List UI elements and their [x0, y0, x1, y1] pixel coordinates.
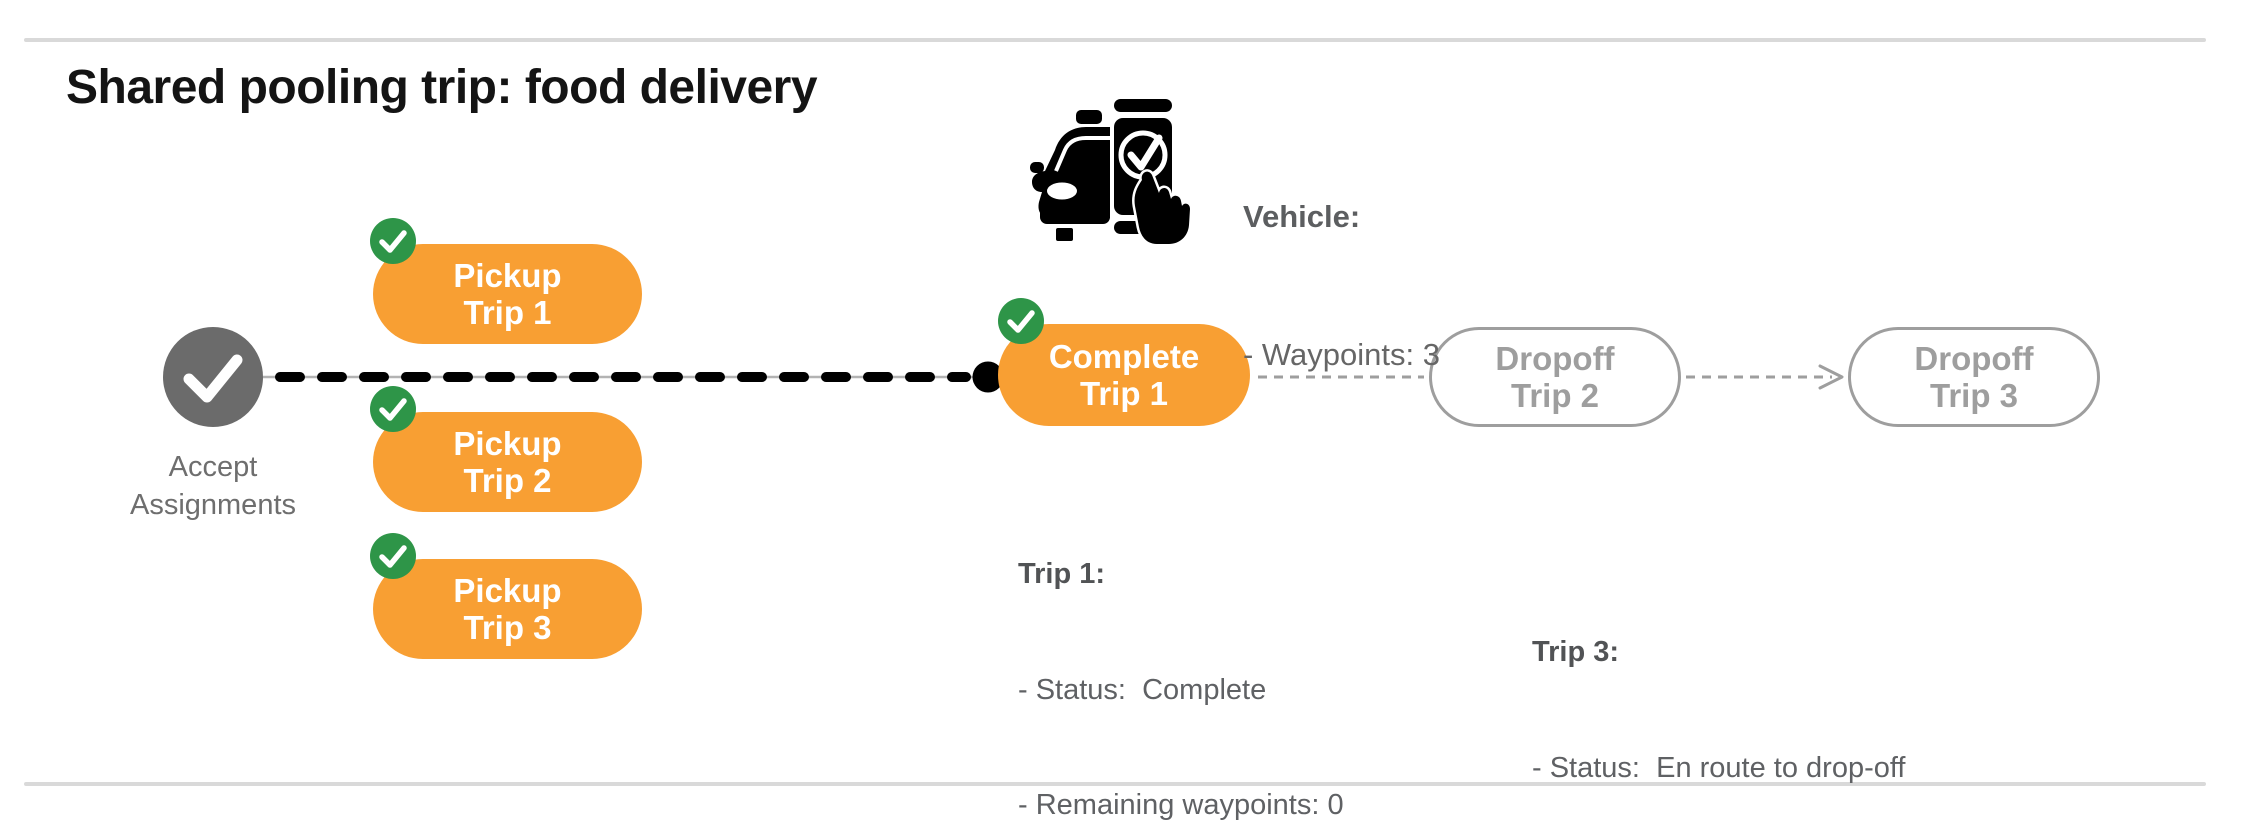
- dropoff-trip-3-node: Dropoff Trip 3: [1848, 327, 2100, 427]
- trip-1-heading: Trip 1:: [1018, 558, 1106, 590]
- current-waypoint-dot-icon: [972, 361, 1004, 393]
- accept-assignments-node: [163, 327, 263, 427]
- check-badge-icon: [998, 298, 1044, 344]
- check-badge-icon: [370, 386, 416, 432]
- trip-3-status-block: Trip 3: - Status: En route to drop-off -…: [1532, 556, 1905, 825]
- page-title: Shared pooling trip: food delivery: [66, 61, 818, 114]
- trip-1-waypoints: - Remaining waypoints: 0: [1018, 789, 1344, 821]
- dropoff-trip-2-node: Dropoff Trip 2: [1429, 327, 1681, 427]
- top-divider: [24, 38, 2206, 42]
- checkmark-icon: [183, 354, 243, 403]
- pickup-trip-1-node: Pickup Trip 1: [373, 244, 642, 344]
- accept-assignments-label: Accept Assignments: [129, 451, 296, 521]
- trip-1-2-status-block: Trip 1: - Status: Complete - Remaining w…: [1018, 478, 1391, 825]
- car-phone-check-icon: [1030, 99, 1193, 246]
- complete-trip-1-node: Complete Trip 1: [998, 324, 1250, 426]
- trip-1-status: - Status: Complete: [1018, 673, 1267, 706]
- vehicle-waypoints: - Waypoints: 3: [1243, 337, 1440, 372]
- vehicle-label: Vehicle:: [1243, 199, 1361, 234]
- bottom-divider: [24, 782, 2206, 786]
- arrowhead-icon: [1818, 364, 1844, 390]
- pickup-trip-3-node: Pickup Trip 3: [373, 559, 642, 659]
- trip-3-heading: Trip 3:: [1532, 636, 1620, 668]
- check-badge-icon: [370, 218, 416, 264]
- trip-3-status: - Status: En route to drop-off: [1532, 751, 1906, 784]
- check-badge-icon: [370, 533, 416, 579]
- vehicle-info: Vehicle: - Waypoints: 3: [1243, 102, 1440, 470]
- pickup-trip-2-node: Pickup Trip 2: [373, 412, 642, 512]
